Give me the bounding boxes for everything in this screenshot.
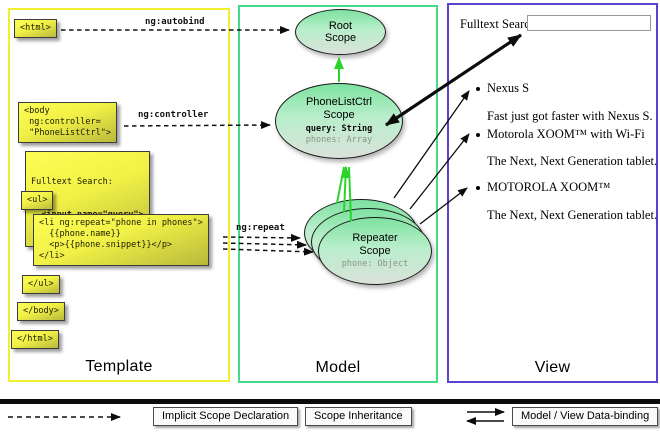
view-item-desc: The Next, Next Generation tablet. (487, 208, 658, 222)
model-column-title: Model (315, 359, 361, 376)
bullet-icon (476, 186, 480, 190)
label-ng-repeat: ng:repeat (236, 223, 285, 233)
repeater-prop-phone: phone: Object (341, 259, 409, 269)
label-ng-controller: ng:controller (138, 110, 209, 120)
code-li-repeat: <li ng:repeat="phone in phones"> {{phone… (33, 214, 209, 266)
code-body-open: <body ng:controller= "PhoneListCtrl"> (18, 102, 117, 143)
code-body-close: </body> (17, 302, 65, 321)
bullet-icon (476, 87, 480, 91)
code-html-close: </html> (11, 330, 59, 349)
view-item-title: Nexus S (487, 81, 530, 95)
view-column-title: View (534, 359, 571, 376)
legend-data-binding: Model / View Data-binding (512, 407, 659, 426)
view-fulltext-label: Fulltext Search: (460, 17, 540, 31)
phonelistctrl-prop-query: query: String (305, 124, 373, 134)
label-ng-autobind: ng:autobind (145, 17, 205, 27)
code-fulltext-label: Fulltext Search: (31, 177, 113, 187)
fulltext-search-input[interactable] (527, 15, 651, 31)
phonelistctrl-prop-phones: phones: Array (305, 135, 373, 145)
code-ul-close: </ul> (22, 275, 60, 294)
template-column-title: Template (85, 358, 153, 375)
view-item-title: Motorola XOOM™ with Wi-Fi (487, 127, 645, 141)
view-item-desc: The Next, Next Generation tablet. (487, 154, 658, 168)
view-item-desc: Fast just got faster with Nexus S. (487, 109, 653, 123)
legend-separator (0, 399, 660, 404)
legend-scope-inheritance: Scope Inheritance (305, 407, 412, 426)
bullet-icon (476, 133, 480, 137)
code-ul-open: <ul> (21, 191, 54, 210)
model-column: Model (238, 5, 438, 383)
legend-implicit-scope: Implicit Scope Declaration (153, 407, 299, 426)
code-html-open: <html> (14, 19, 57, 38)
view-item-title: MOTOROLA XOOM™ (487, 180, 611, 194)
